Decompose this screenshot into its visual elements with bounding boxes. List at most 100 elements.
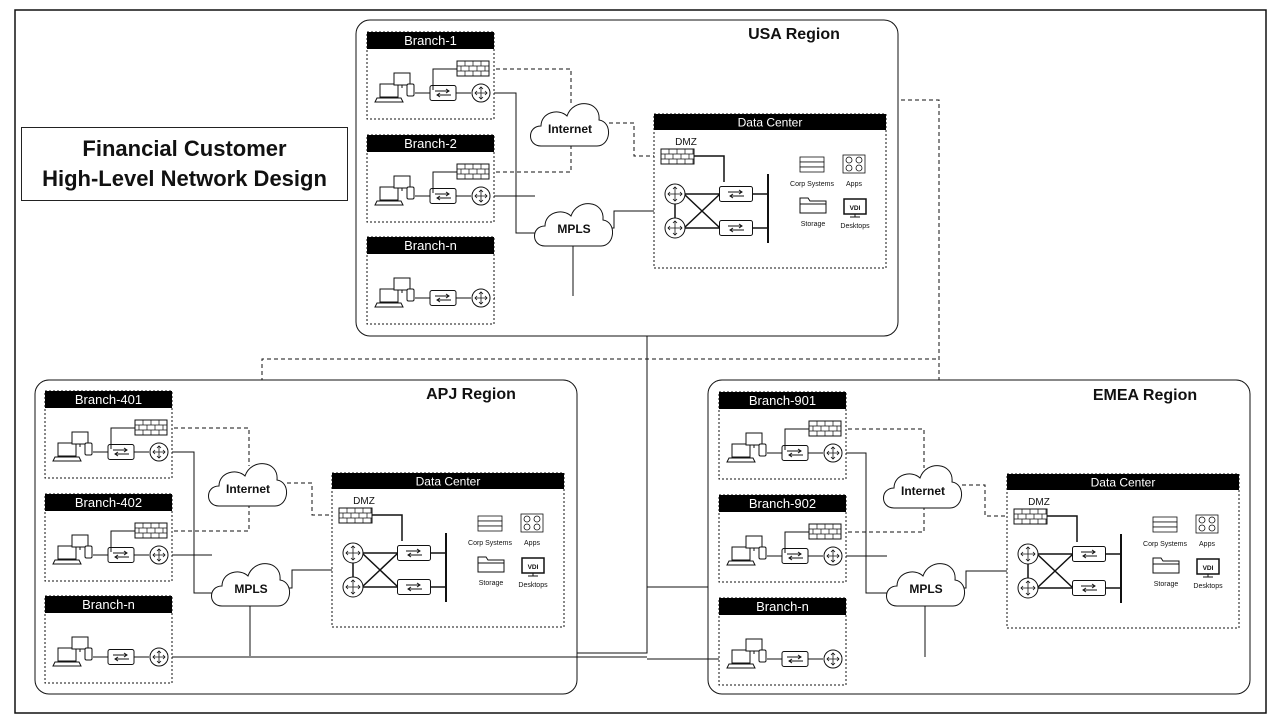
laptop-base	[374, 302, 404, 308]
router-icon	[149, 647, 169, 667]
firewall-link	[110, 427, 135, 449]
internet-cloud: Internet	[530, 103, 609, 147]
cloud-label: Internet	[901, 484, 945, 498]
switch-arrows	[787, 654, 803, 664]
switch-arrows	[435, 88, 451, 98]
cloud-label: Internet	[226, 482, 270, 496]
switch-icon	[107, 649, 135, 665]
server-icon	[477, 515, 503, 532]
monitor-screen	[393, 277, 411, 291]
firewall-icon	[338, 507, 373, 524]
switch-icon	[781, 548, 809, 564]
firewall-icon	[660, 148, 695, 165]
router-mpls-link	[842, 452, 895, 594]
laptop-base	[726, 457, 756, 463]
internet-dmz-link	[287, 482, 339, 516]
switch-body	[1072, 546, 1106, 562]
desktop-monitor-icon	[745, 432, 763, 448]
monitor-screen	[393, 175, 411, 189]
fw-internet-link	[489, 146, 572, 173]
laptop-base	[726, 663, 756, 669]
laptop-screen	[379, 83, 399, 98]
laptop-screen	[57, 647, 77, 662]
laptop-screen	[731, 649, 751, 664]
router-icon	[471, 83, 491, 103]
switch-arrows	[728, 189, 744, 199]
data-center-title: Data Center	[1091, 476, 1156, 490]
switch-body	[107, 444, 135, 460]
service-label: Corp Systems	[468, 540, 512, 547]
branch-box: Branch-2	[366, 134, 495, 223]
fw-internet-link	[167, 506, 250, 532]
monitor-screen	[393, 72, 411, 86]
branch-header	[45, 596, 172, 613]
router-arrows	[152, 548, 166, 562]
switch-arrows	[1081, 549, 1097, 559]
branch-label: Branch-1	[404, 33, 457, 48]
internet-cloud: Internet	[208, 463, 287, 507]
server-unit	[1152, 516, 1178, 523]
apps-cell	[1208, 516, 1216, 524]
cloud-label: MPLS	[557, 222, 590, 236]
branch-box: Branch-n	[366, 236, 495, 325]
branch-header	[367, 237, 494, 254]
laptop-icon	[52, 647, 82, 667]
service-label: Apps	[1199, 541, 1215, 548]
mpls-cloud: MPLS	[886, 563, 965, 607]
router-arrows	[345, 545, 361, 561]
monitor-screen	[745, 638, 763, 652]
branch-header	[719, 598, 846, 615]
switch-icon	[429, 85, 457, 101]
monitor-screen	[71, 636, 89, 650]
switch-icon	[1072, 580, 1106, 596]
branch-label: Branch-n	[82, 597, 135, 612]
cloud-label: MPLS	[909, 582, 942, 596]
laptop-icon	[374, 288, 404, 308]
title-line-1: Financial Customer	[82, 136, 287, 161]
laptop-icon	[726, 649, 756, 669]
monitor-screen	[745, 432, 763, 446]
switch-arrows	[406, 548, 422, 558]
firewall-bricks	[457, 61, 489, 76]
dmz-link	[1047, 515, 1078, 542]
switch-body	[781, 651, 809, 667]
diagram-title: Financial Customer High-Level Network De…	[21, 127, 348, 201]
branch-header	[45, 494, 172, 511]
router-icon	[823, 649, 843, 669]
dmz-link	[694, 155, 725, 182]
server-icon	[1152, 516, 1178, 533]
dmz-link	[372, 514, 403, 541]
monitor-screen	[71, 431, 89, 445]
laptop-base	[726, 560, 756, 566]
router-mpls-link	[490, 92, 543, 234]
switch-icon	[107, 547, 135, 563]
desktop-monitor-icon	[745, 638, 763, 654]
vdi-label: VDI	[1203, 565, 1214, 572]
switch-body	[719, 186, 753, 202]
phone-icon	[406, 186, 415, 200]
apps-cell	[855, 164, 863, 172]
switch-body	[397, 545, 431, 561]
switch-body	[781, 445, 809, 461]
cross-link	[361, 552, 399, 588]
branch-label: Branch-402	[75, 495, 142, 510]
dmz-label: DMZ	[675, 137, 697, 148]
laptop-screen	[57, 442, 77, 457]
mpls-cloud: MPLS	[211, 563, 290, 607]
switch-body	[429, 85, 457, 101]
laptop-icon	[52, 442, 82, 462]
apps-cell	[845, 156, 853, 164]
firewall-link	[432, 171, 457, 193]
router-icon	[1017, 543, 1039, 565]
branch-label: Branch-401	[75, 392, 142, 407]
apps-cell	[855, 156, 863, 164]
cloud-shape	[534, 203, 613, 247]
switch-arrows	[728, 223, 744, 233]
internet-dmz-link	[609, 122, 661, 157]
switch-arrows	[113, 652, 129, 662]
firewall-bricks	[135, 420, 167, 435]
phone-icon	[758, 546, 767, 560]
cross-link	[683, 193, 721, 229]
switch-icon	[397, 545, 431, 561]
cloud-shape	[211, 563, 290, 607]
